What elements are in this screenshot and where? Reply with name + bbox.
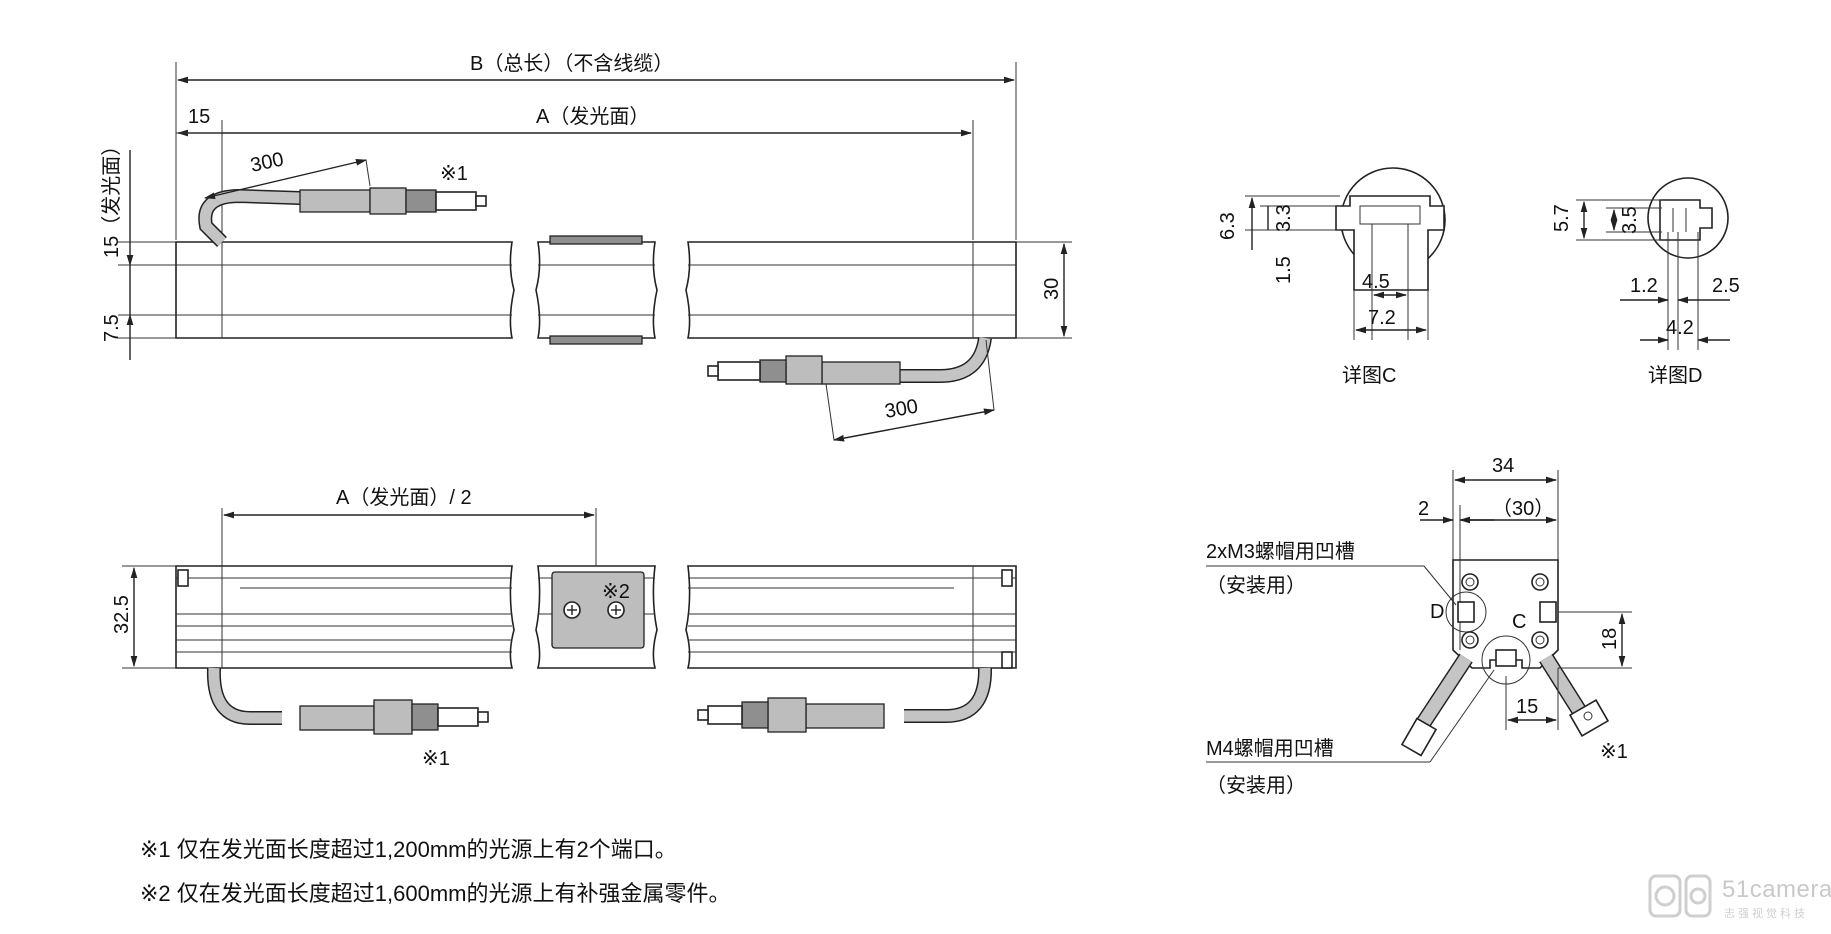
detail-d-dim-4-2: 4.2	[1666, 317, 1694, 339]
detail-c-dim-1-5: 1.5	[1273, 256, 1295, 284]
label-m4-groove: M4螺帽用凹槽	[1206, 737, 1334, 760]
label-m3-groove: 2xM3螺帽用凹槽	[1206, 540, 1355, 563]
detail-c-dim-7-2: 7.2	[1368, 307, 1396, 329]
watermark-logo-icon	[1648, 874, 1712, 918]
dim-emitting-label: A（发光面）	[536, 105, 649, 128]
note-port: ※1 仅在发光面长度超过1,200mm的光源上有2个端口。	[140, 837, 677, 862]
end-dim-height: 18	[1599, 628, 1621, 650]
detail-d-dim-5-7: 5.7	[1551, 204, 1573, 232]
end-port-mark: ※1	[1600, 741, 1628, 763]
watermark-brand: 51camera	[1722, 876, 1831, 903]
dim-total-label: B（总长）（不含线缆）	[470, 52, 673, 75]
dim-height-emit: 15（发光面）	[100, 136, 123, 258]
detail-c-dim-6-3: 6.3	[1217, 212, 1239, 240]
end-dim-width: 34	[1492, 455, 1514, 477]
detail-d-dim-3-5: 3.5	[1619, 206, 1641, 234]
dim-half: A（发光面）/ 2	[336, 486, 472, 509]
end-dim-center: 15	[1516, 696, 1538, 718]
detail-c-caption: 详图C	[1342, 364, 1396, 387]
end-dim-inner: （30）	[1492, 497, 1554, 520]
reinforce-mark: ※2	[602, 581, 630, 603]
dim-height: 30	[1041, 278, 1063, 300]
dim-mid: 7.5	[101, 314, 123, 342]
note-reinforce: ※2 仅在发光面长度超过1,600mm的光源上有补强金属零件。	[140, 881, 731, 906]
end-view: 34 2 （30） 18 15	[1206, 455, 1632, 797]
dim-depth: 32.5	[111, 595, 133, 634]
cable-length-right: 300	[883, 395, 920, 422]
detail-c: 6.3 3.3 1.5 4.5 7.2 详图C	[1217, 167, 1446, 387]
dim-offset-label: 15	[188, 106, 210, 128]
notes: ※1 仅在发光面长度超过1,200mm的光源上有2个端口。 ※2 仅在发光面长度…	[140, 828, 1040, 916]
bottom-view: A（发光面）/ 2 ※2 32.5	[111, 486, 1017, 770]
front-view: B（总长）（不含线缆） 15 A（发光面） 300 ※1	[100, 52, 1072, 442]
detail-d-dim-2-5: 2.5	[1712, 275, 1740, 297]
label-m3-use: （安装用）	[1206, 574, 1306, 597]
port-mark-top: ※1	[440, 163, 468, 185]
label-c: C	[1512, 611, 1526, 633]
watermark-tagline: 志强视觉科技	[1724, 907, 1808, 920]
cable-length-left: 300	[248, 148, 285, 176]
label-m4-use: （安装用）	[1206, 774, 1306, 797]
detail-d-caption: 详图D	[1648, 364, 1702, 387]
detail-c-dim-4-5: 4.5	[1362, 271, 1390, 293]
detail-c-dim-3-3: 3.3	[1273, 204, 1295, 232]
end-dim-offset: 2	[1418, 498, 1429, 520]
detail-d: 5.7 3.5 1.2 2.5 4.2 详图D	[1551, 177, 1740, 387]
detail-d-dim-1-2: 1.2	[1630, 275, 1658, 297]
label-d: D	[1430, 601, 1444, 623]
port-mark-bottom: ※1	[422, 748, 450, 770]
